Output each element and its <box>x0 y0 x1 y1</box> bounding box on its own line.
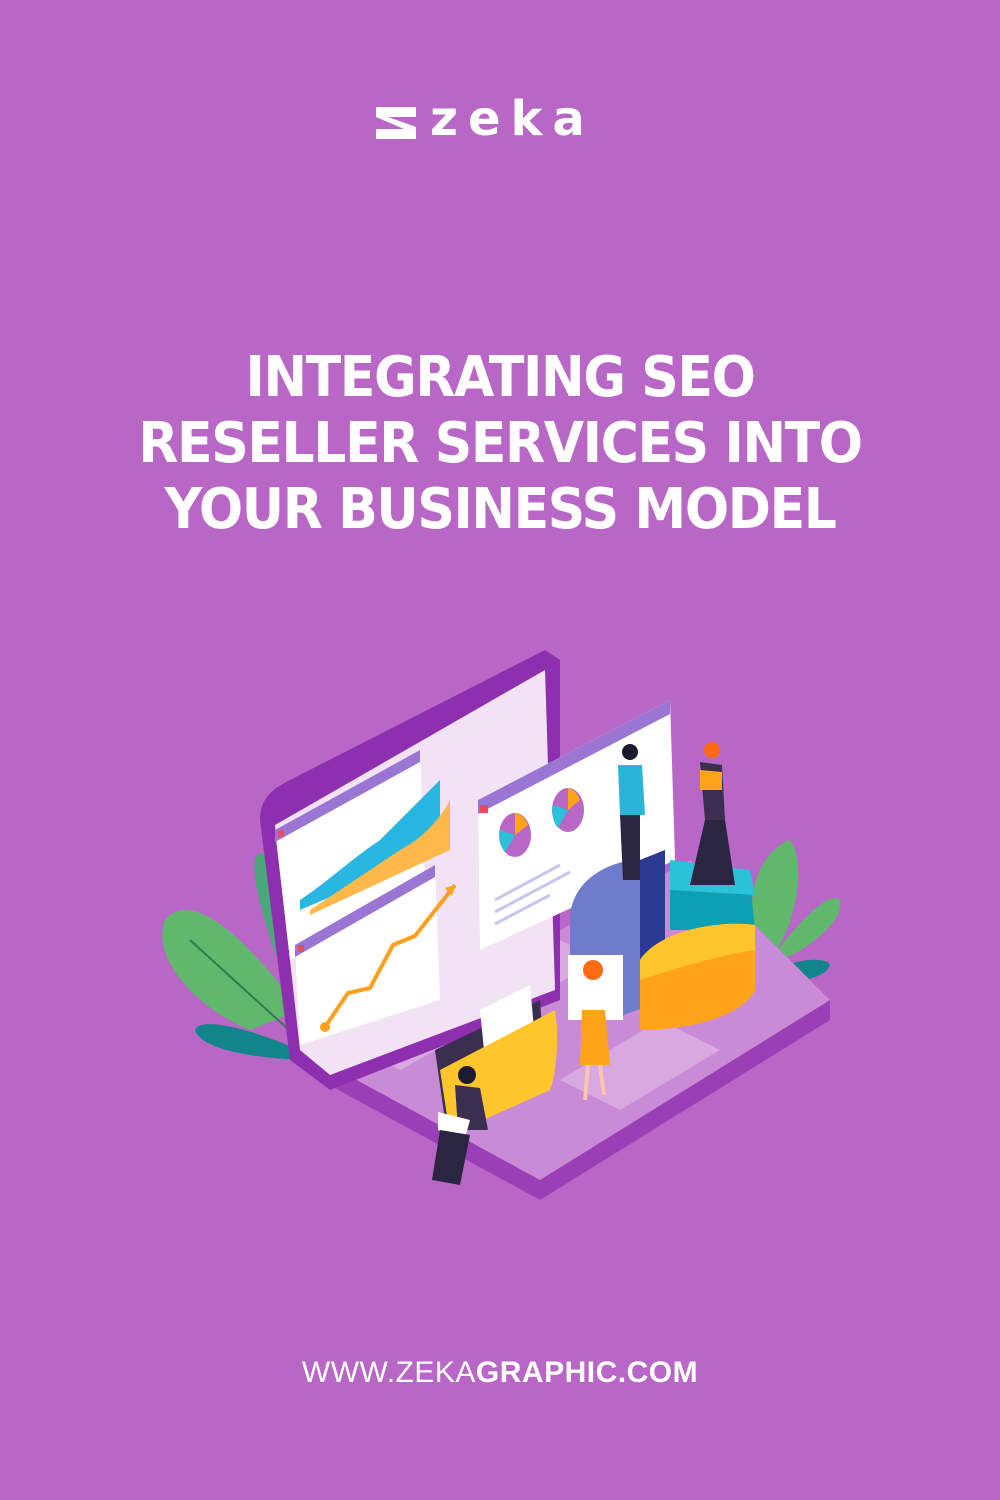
url-light-part: WWW.ZEKA <box>301 1356 476 1389</box>
title-line-2: RESELLER SERVICES INTO <box>138 411 863 476</box>
title-line-1: INTEGRATING SEO <box>245 345 755 410</box>
person-standing-orange-hair <box>690 742 735 885</box>
pie-dashboard-window <box>478 700 675 950</box>
logo-text: zeka <box>430 91 595 147</box>
person-man-with-laptop <box>432 1066 488 1185</box>
area-chart-window <box>275 750 450 960</box>
brand-logo: zeka <box>374 91 626 147</box>
person-standing-cyan <box>618 744 645 880</box>
website-url[interactable]: WWW.ZEKAGRAPHIC.COM <box>0 1356 1000 1390</box>
page-title: INTEGRATING SEO RESELLER SERVICES INTO Y… <box>35 345 965 543</box>
right-leaves-icon <box>751 840 841 982</box>
zeka-z-mark-icon <box>376 107 416 139</box>
line-chart-window <box>295 865 457 1045</box>
url-bold-part: GRAPHIC.COM <box>475 1356 699 1389</box>
seo-analytics-illustration <box>162 650 841 1200</box>
person-woman-holding-chart <box>568 955 623 1101</box>
title-line-3: YOUR BUSINESS MODEL <box>164 477 836 542</box>
